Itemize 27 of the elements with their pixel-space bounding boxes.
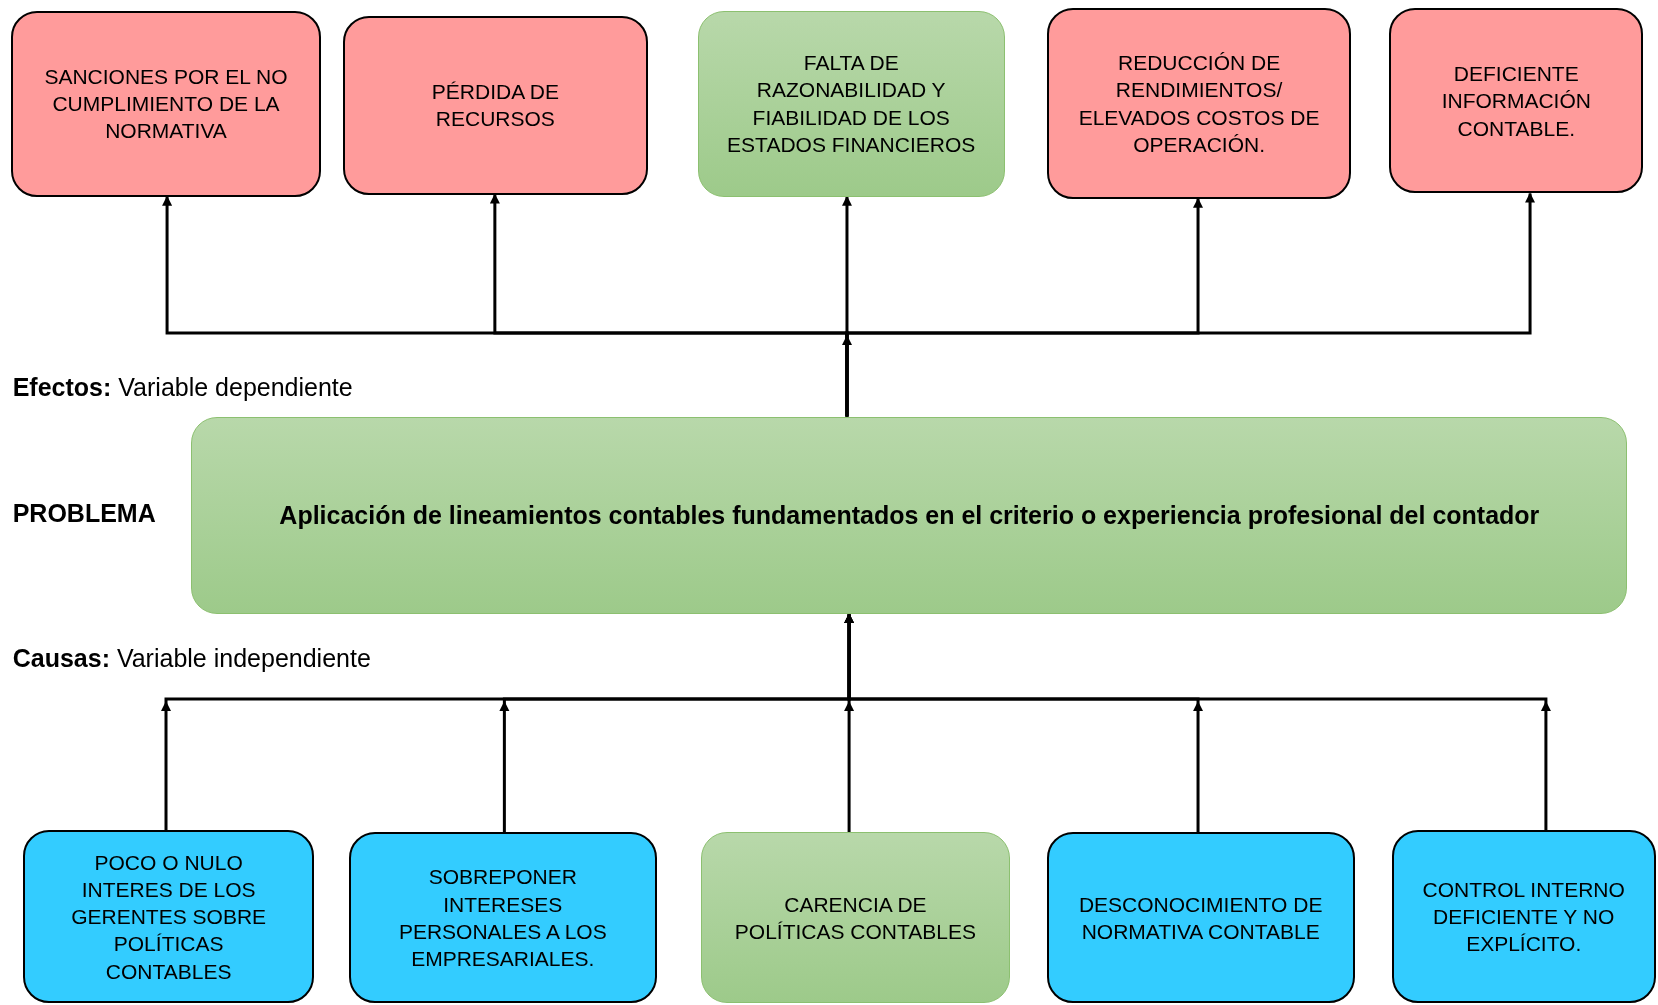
arrow xyxy=(845,192,1536,417)
box-text: Aplicación de lineamientos contables fundamentados en el criterio o experiencia profesional del contador xyxy=(278,500,1541,532)
highlighted-box xyxy=(701,832,1010,1004)
box-text: DEFICIENTE INFORMACIÓN CONTABLE. xyxy=(1440,61,1592,142)
effect-box xyxy=(10,10,322,197)
cause-box xyxy=(23,830,315,1004)
effect-box xyxy=(342,15,649,195)
box-text: FALTA DE RAZONABILIDAD Y FIABILIDAD DE LOS ESTADOS FINANCIEROS xyxy=(726,50,977,158)
cause-box xyxy=(348,832,657,1004)
box-text: DESCONOCIMIENTO DE NORMATIVA CONTABLE xyxy=(1077,891,1324,945)
arrow xyxy=(844,613,1548,831)
cause-box xyxy=(1391,830,1656,1004)
box-text: POCO O NULO INTERES DE LOS GERENTES SOBRE POLÍTICAS CONTABLES xyxy=(70,849,268,985)
box-text: SANCIONES POR EL NO CUMPLIMIENTO DE LA NORMATIVA xyxy=(43,63,289,145)
box-text: PÉRDIDA DE RECURSOS xyxy=(430,78,560,133)
problem-box xyxy=(191,416,1628,615)
section-label: Efectos: Variable dependiente xyxy=(12,373,353,403)
cause-box xyxy=(1046,832,1355,1004)
effect-box xyxy=(1389,8,1644,194)
row-label: PROBLEMA xyxy=(12,498,156,528)
box-text: REDUCCIÓN DE RENDIMIENTOS/ ELEVADOS COSTOS DE OPERACIÓN. xyxy=(1077,50,1321,158)
highlighted-box xyxy=(697,10,1005,197)
section-label: Causas: Variable independiente xyxy=(12,643,371,673)
effect-box xyxy=(1046,8,1352,199)
box-text: SOBREPONER INTERESES PERSONALES A LOS EMPRESARIALES. xyxy=(397,864,608,973)
box-text: CONTROL INTERNO DEFICIENTE Y NO EXPLÍCITO. xyxy=(1421,876,1626,958)
box-text: CARENCIA DE POLÍTICAS CONTABLES xyxy=(733,891,977,945)
